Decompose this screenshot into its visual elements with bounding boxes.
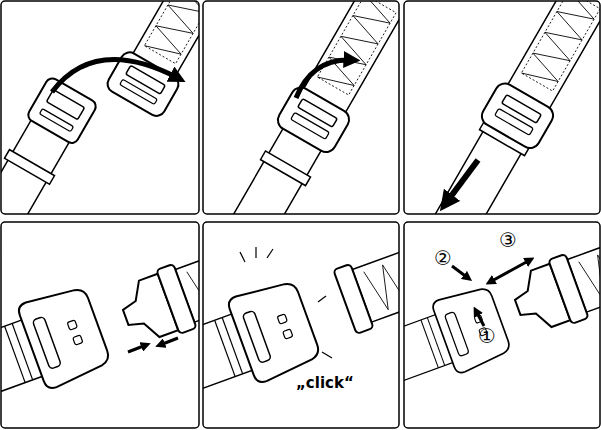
motion-arrow (446, 160, 478, 203)
buckle-hole (283, 329, 293, 339)
step-panel (205, 1, 399, 214)
step-panel (203, 223, 399, 415)
buckle-slot (39, 109, 73, 132)
motion-arrow (452, 266, 468, 278)
click-mark (240, 252, 245, 262)
step-panel (1, 1, 199, 214)
sound-label: „click“ (296, 376, 354, 391)
buckle-slot (444, 312, 469, 357)
motion-arrow (52, 60, 178, 92)
panel-frame (404, 222, 600, 428)
panel-frame (203, 1, 399, 214)
buckle-body (16, 282, 113, 391)
strap-seam (5, 326, 26, 382)
male-buckle (506, 222, 600, 339)
buckle-hole (73, 335, 83, 345)
buckle-slot (495, 108, 534, 135)
callout-number: ③ (499, 230, 517, 250)
buckle-hole (277, 314, 287, 324)
stitching (144, 1, 199, 64)
buckle-frame (26, 76, 98, 146)
stitching (364, 255, 399, 313)
stitching (144, 1, 199, 64)
buckle-plate (156, 264, 196, 334)
buckle-body (226, 276, 323, 385)
buckle-slot (32, 316, 61, 369)
female-buckle (203, 276, 323, 415)
buckle-ring (274, 84, 352, 156)
motion-arrow (490, 260, 530, 282)
buckle-hole (67, 320, 77, 330)
stitching (317, 1, 396, 95)
panel-frame (1, 222, 199, 428)
click-mark (322, 352, 332, 358)
strap-seam (215, 320, 236, 376)
female-buckle (1, 282, 113, 421)
male-buckle (333, 223, 399, 334)
stitching (579, 245, 600, 303)
step-panel (404, 222, 600, 401)
click-mark (318, 296, 326, 302)
buckle-slot (242, 310, 271, 363)
stitching (521, 1, 600, 91)
stitching (317, 1, 396, 95)
buckle-ring (478, 80, 556, 152)
buckle-plate (548, 254, 588, 324)
callout-number: ① (478, 326, 496, 346)
strap-keeper (260, 151, 310, 186)
callout-number: ② (434, 248, 452, 268)
buckle-slot (120, 79, 158, 104)
motion-arrow (160, 338, 178, 345)
strap-seam (421, 320, 438, 368)
buckle-slot (291, 112, 330, 139)
panel-frame (203, 222, 399, 428)
panel-frame (1, 1, 199, 214)
motion-arrow (128, 345, 146, 352)
panel-frame (404, 1, 600, 214)
click-mark (255, 247, 256, 258)
strap-keeper (4, 150, 54, 185)
lower-strap (1, 76, 98, 214)
step-panel (409, 1, 600, 214)
motion-arrow (476, 311, 484, 326)
buckle-body (431, 282, 513, 374)
motion-arrow (296, 60, 352, 98)
male-buckle (114, 223, 199, 349)
click-mark (267, 249, 273, 258)
threaded-strap (205, 1, 399, 214)
stitching (521, 1, 600, 91)
step-panel (1, 223, 199, 421)
buckle-plate (333, 264, 373, 334)
threaded-strap (409, 1, 600, 214)
female-buckle (404, 282, 513, 400)
